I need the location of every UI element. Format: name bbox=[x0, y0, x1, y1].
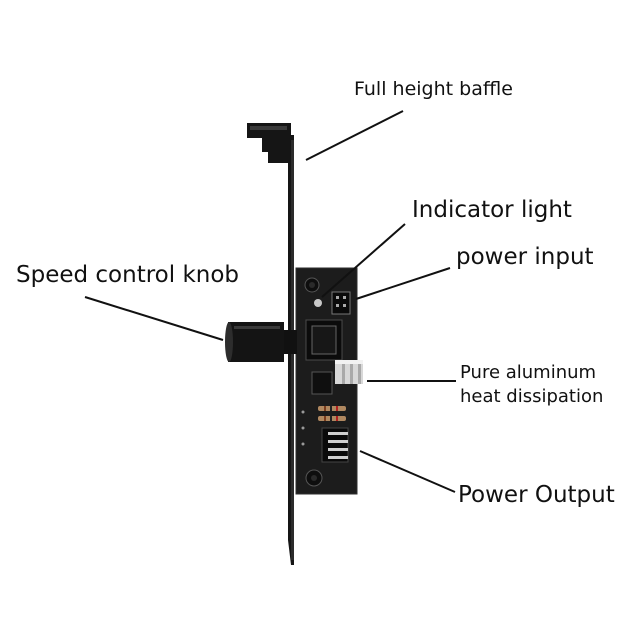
power-input-connector bbox=[331, 291, 351, 315]
indicator-led bbox=[314, 299, 322, 307]
label-full-height-baffle: Full height baffle bbox=[354, 78, 513, 100]
leader-power-input bbox=[355, 267, 451, 300]
label-indicator-light: Indicator light bbox=[412, 197, 572, 223]
leader-output bbox=[359, 450, 456, 493]
label-speed-control-knob: Speed control knob bbox=[16, 262, 240, 288]
aluminum-heatsink bbox=[335, 360, 363, 384]
label-power-output: Power Output bbox=[458, 482, 615, 508]
leader-knob bbox=[84, 296, 224, 341]
label-power-input: power input bbox=[456, 244, 594, 270]
leader-baffle bbox=[305, 110, 404, 161]
circuit-board bbox=[295, 267, 363, 495]
resistors bbox=[318, 406, 346, 421]
label-heat-dissipation: heat dissipation bbox=[460, 386, 604, 407]
power-output-header bbox=[321, 427, 349, 463]
speed-control-knob bbox=[225, 322, 297, 362]
leader-lines bbox=[84, 110, 456, 493]
leader-indicator bbox=[321, 223, 406, 298]
label-pure-aluminum: Pure aluminum bbox=[460, 362, 597, 383]
